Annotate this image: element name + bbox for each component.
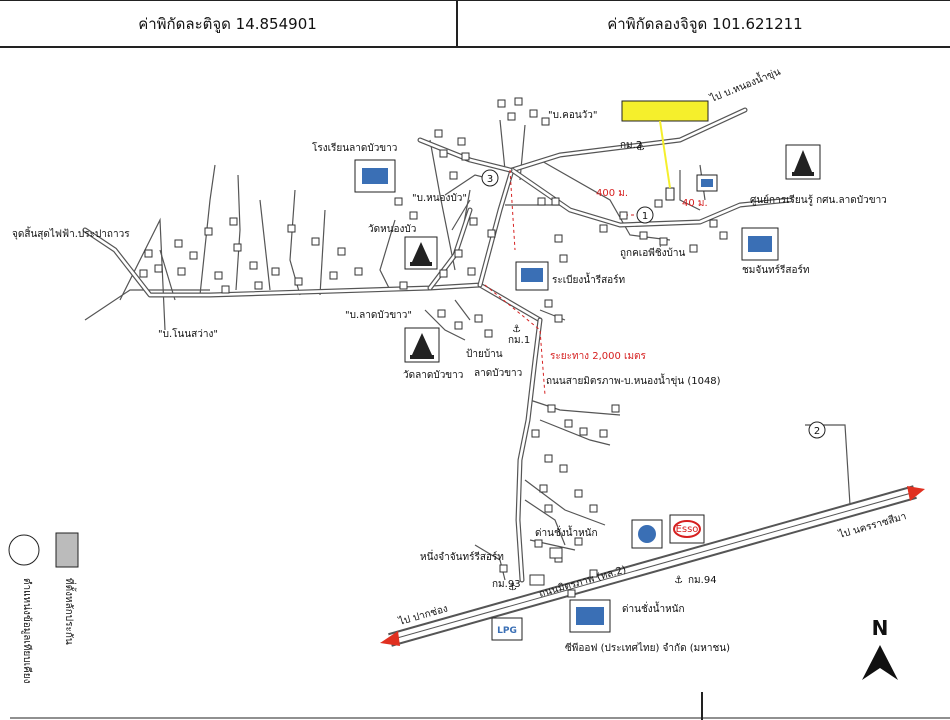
longitude-label: ค่าพิกัดลองจิจูด 101.621211: [456, 1, 950, 47]
north-arrow-icon: [862, 645, 898, 680]
km2-label: กม.2: [620, 140, 642, 151]
site-label-box: [621, 100, 709, 122]
location-map: Esso LPG 1 2 3 กม.2 ⚓ กม.1 ⚓ กม.93: [8, 64, 950, 720]
numbered-markers: 1 2 3: [481, 169, 826, 439]
distance-400-label: 400 ม.: [596, 188, 628, 199]
temple-icon-lat-bua-khao: [404, 327, 440, 363]
esso-label: Esso: [676, 524, 699, 535]
wat-lat-bua-khao-label: วัดลาดบัวขาว: [403, 370, 463, 381]
resort-balcony-label: ระเบียงน้ำรีสอร์ท: [552, 272, 625, 286]
to-nong-nam-khun-label: ไป บ.หนองน้ำขุ่น: [707, 64, 782, 105]
school-building-icon: [354, 159, 396, 193]
main-roads: [82, 107, 793, 583]
north-arrow: N: [862, 616, 898, 680]
coordinate-header: ค่าพิกัดละติจูด 14.854901 ค่าพิกัดลองจิจ…: [0, 0, 950, 48]
lpg-icon: LPG: [491, 617, 523, 641]
chan-resort-building-icon: [741, 227, 779, 261]
houses: [139, 97, 728, 598]
legend-circle-icon: [8, 534, 40, 566]
arrow-to-nakhon-ratchasima: [907, 486, 925, 501]
arrow-to-pak-chong: [380, 631, 400, 646]
learning-center-label: ศูนย์การเรียนรู้ กศน.ลาดบัวขาว: [750, 194, 887, 206]
anchor-icon-km94: ⚓: [674, 575, 683, 586]
village-sign-label: ป้ายบ้าน: [466, 348, 503, 360]
anchor-icon-km1: ⚓: [512, 324, 521, 335]
power-pole-end-label: จุดสิ้นสุดไฟฟ้า.ประปาถาวร: [12, 226, 130, 240]
marker-2-circle: [808, 421, 826, 439]
village-sign-label-2: ลาดบัวขาว: [474, 368, 522, 379]
company-label: ซีพีออฟ (ประเทศไทย) จำกัด (มหาชน): [565, 642, 730, 654]
lpg-label: LPG: [497, 626, 517, 636]
legend-circle-label: ตำแหน่งข้อมูลเทียบเคียง: [21, 578, 33, 684]
ban-nong-bua-label: "บ.หนองบัว": [412, 193, 467, 204]
km-markers: กม.2 ⚓ กม.1 ⚓ กม.93 ⚓ กม.94 ⚓: [492, 140, 717, 593]
km1-label: กม.1: [508, 335, 530, 346]
chan-resort-label: ชมจันทร์รีสอร์ท: [742, 264, 809, 276]
temple-icon-nong-bua: [404, 236, 438, 270]
map-labels: "บ.คอนวัว" ไป บ.หนองน้ำขุ่น โรงเรียนลาดบ…: [12, 64, 908, 654]
distance-40-label: 40 ม.: [682, 198, 708, 209]
latitude-label: ค่าพิกัดละติจูด 14.854901: [138, 15, 317, 33]
weigh-station-label-2: ด่านชั่งน้ำหนัก: [622, 601, 685, 615]
resort-building-icon: [515, 261, 549, 291]
legend-square-label: ที่ตั้งหลักประกัน: [63, 578, 77, 645]
anchor-icon-km2: ⚓: [636, 142, 645, 153]
ban-khon-huang-label: "บ.คอนวัว": [548, 110, 598, 121]
north-label: N: [872, 616, 889, 640]
landmark-icons: Esso LPG: [354, 144, 821, 641]
site-building-icon: [665, 187, 675, 201]
map-legend: ตำแหน่งข้อมูลเทียบเคียง ที่ตั้งหลักประกั…: [8, 532, 79, 684]
temple-icon-learning-center: [785, 144, 821, 180]
school-label: โรงเรียนลาดบัวขาว: [312, 141, 397, 154]
marker-3-circle: [481, 169, 499, 187]
hotel-sign-label: หนึ่งจำจันทร์รีสอร์ท: [420, 549, 504, 563]
km93-label: กม.93: [492, 579, 521, 590]
km94-label: กม.94: [688, 575, 717, 586]
marker-1-circle: [636, 206, 654, 224]
wat-nong-bua-label: วัดหนองบัว: [368, 224, 416, 235]
coffee-shop-label: ถูกคเอพีชิ่งบ้าน: [620, 245, 685, 259]
esso-icon: Esso: [669, 514, 705, 544]
marker-1-label: 1: [642, 211, 648, 222]
distance-main-label: ระยะทาง 2,000 เมตร: [550, 351, 647, 362]
highway: [380, 485, 925, 647]
legend-square-icon: [55, 532, 79, 568]
marker-2-label: 2: [814, 426, 820, 437]
company-building-icon: [569, 599, 611, 633]
marker-3-label: 3: [487, 174, 493, 185]
gas-station-icon: [631, 519, 663, 549]
ban-nong-sawang-label: "บ.โนนสว่าง": [158, 327, 218, 340]
ban-lat-bua-khao-label: "บ.ลาดบัวขาว": [345, 310, 412, 321]
road-1048-label: ถนนสายมิตรภาพ-บ.หนองน้ำขุ่น (1048): [546, 373, 721, 387]
small-building-icon: [696, 174, 718, 192]
weigh-station-label: ด่านชั่งน้ำหนัก: [535, 525, 598, 539]
site-callout: [621, 100, 709, 189]
anchor-icon-km93: ⚓: [508, 582, 517, 593]
site-pointer-line: [659, 120, 671, 189]
